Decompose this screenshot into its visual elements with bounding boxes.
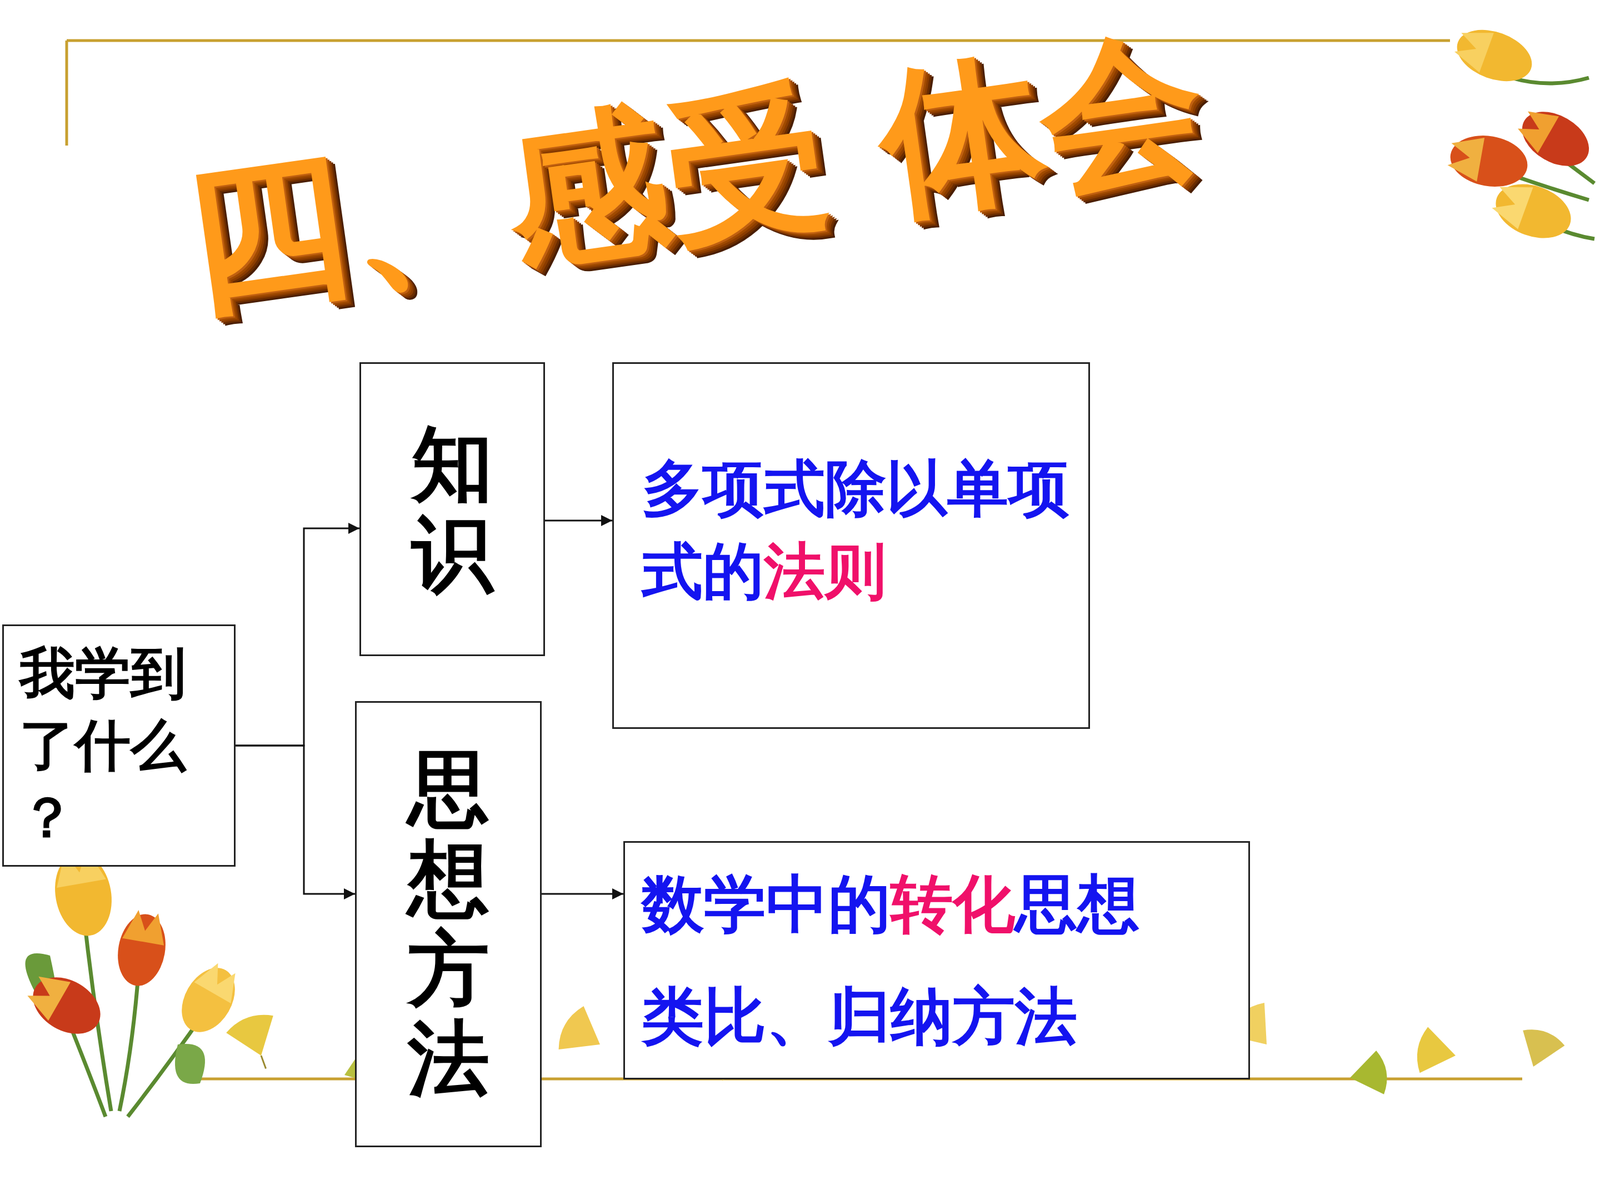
- question-box: 我学到了什么？: [2, 624, 236, 867]
- box-text: 数学中的: [641, 867, 891, 940]
- category-box: 知识: [359, 362, 545, 657]
- vertical-label: 知识: [411, 419, 494, 599]
- text-group: 思想方法: [407, 744, 490, 1104]
- box-text: 类比、归纳方法: [641, 960, 1140, 1073]
- tulips-top-right: [1445, 20, 1599, 249]
- content-box: 数学中的转化思想类比、归纳方法: [623, 841, 1250, 1080]
- vertical-label: 思想方法: [407, 744, 490, 1104]
- arrow-connector: [235, 745, 355, 894]
- category-box: 思想方法: [355, 701, 542, 1148]
- box-text: 我学到了什么？: [19, 640, 187, 850]
- slide-title: 四、感受 体会: [176, 12, 1214, 331]
- arrow-connector: [545, 520, 613, 522]
- box-text: 思想: [1015, 867, 1140, 940]
- arrow-connector: [235, 528, 360, 746]
- text-group: 多项式除以单项式的法则: [641, 447, 1072, 613]
- content-box: 多项式除以单项式的法则: [612, 362, 1090, 729]
- text-group: 我学到了什么？: [19, 637, 223, 854]
- tulips-bottom-left: [20, 846, 247, 1117]
- box-text: 法则: [763, 535, 887, 607]
- text-group: 数学中的转化思想类比、归纳方法: [641, 848, 1140, 1073]
- arrow-connector: [541, 893, 624, 895]
- box-text: 转化: [890, 867, 1015, 940]
- text-group: 知识: [411, 419, 494, 599]
